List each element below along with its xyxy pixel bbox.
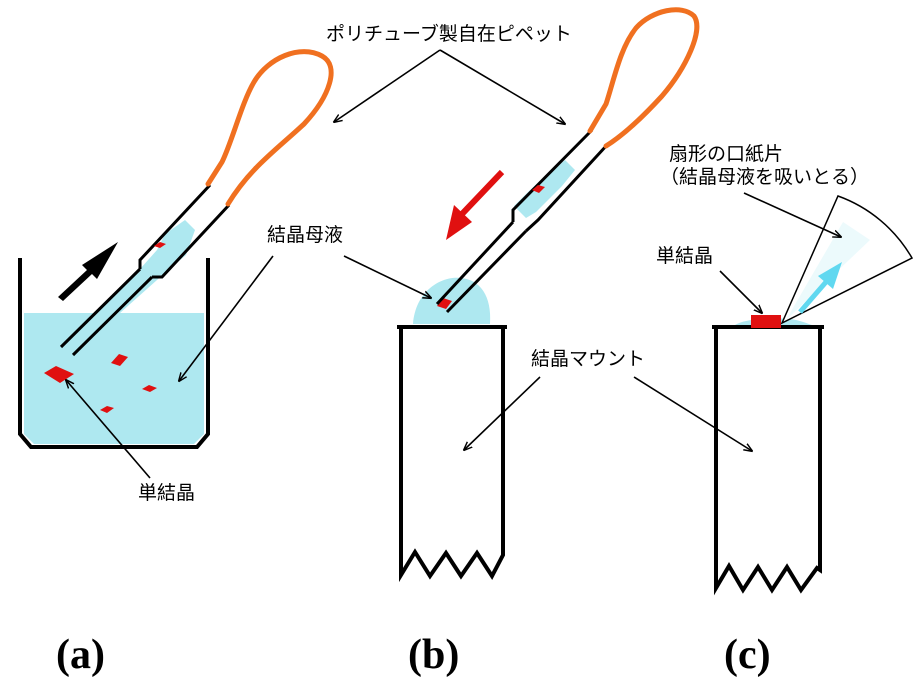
polytube-b	[587, 7, 700, 149]
red-down-arrow-shaft	[459, 169, 505, 217]
crystal	[100, 406, 114, 413]
crystal	[154, 242, 166, 248]
leader-single-crystal-a	[66, 380, 151, 479]
leader-mount-b	[464, 376, 541, 450]
leader-mother-liquor-b	[343, 255, 431, 298]
panel-label-b: (b)	[408, 632, 460, 678]
label-pipette: ポリチューブ製自在ピペット	[326, 23, 572, 45]
label-single-crystal-c: 単結晶	[656, 245, 714, 267]
crystal-mount-b	[399, 329, 505, 583]
crystal	[532, 185, 545, 193]
panel-label-c: (c)	[724, 632, 771, 678]
pipette-liquid	[514, 160, 575, 218]
leader-mother-liquor-a	[179, 255, 274, 381]
beaker	[18, 258, 210, 449]
panel-c	[712, 195, 914, 596]
pipette-a	[59, 49, 334, 357]
leader-mount-c	[633, 376, 752, 451]
leader-pipette-a	[334, 49, 441, 122]
leader-pipette-b	[439, 49, 565, 124]
beaker-liquid	[24, 313, 204, 444]
label-filter-paper-1: 扇形の口紙片	[669, 143, 784, 165]
label-mother-liquor: 結晶母液	[267, 224, 344, 246]
label-single-crystal-a: 単結晶	[138, 482, 196, 504]
crystal-mount-c	[714, 329, 822, 596]
single-crystal-c	[751, 315, 781, 328]
leader-arrows	[66, 49, 841, 479]
panel-label-a: (a)	[56, 632, 105, 678]
cyan-arrow-head	[818, 262, 842, 289]
crystal	[437, 298, 452, 309]
pipette-liquid	[62, 220, 195, 354]
red-down-arrow-head	[446, 205, 472, 240]
label-crystal-mount: 結晶マウント	[531, 348, 646, 370]
cyan-arrow-shaft	[798, 280, 828, 314]
panel-a	[18, 49, 334, 449]
polytube-a	[205, 49, 334, 207]
leader-single-crystal-c	[719, 270, 762, 313]
label-filter-paper-2: （結晶母液を吸いとる）	[660, 166, 870, 188]
panel-b	[397, 7, 700, 583]
pipette-b	[435, 7, 700, 314]
black-up-arrow	[58, 242, 118, 301]
crystal	[142, 385, 157, 392]
crystal	[111, 354, 128, 366]
leader-filter-paper	[743, 192, 841, 237]
